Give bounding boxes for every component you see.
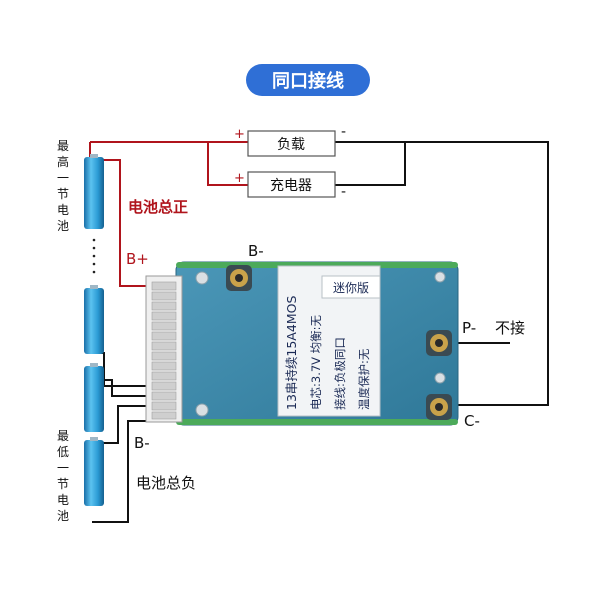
negative-wires [92, 141, 549, 523]
not-connected-label: 不接 [495, 319, 525, 337]
charger-box: 充电器 [247, 171, 336, 198]
connector-pins [151, 281, 177, 420]
b-minus-bottom-label: B- [134, 434, 150, 452]
cell-dots [92, 238, 96, 274]
mini-version-tag: 迷你版 [321, 275, 381, 299]
sticker-line2: 电芯:3.7V 均衡:无 [309, 314, 323, 410]
highest-cell-label: 最高一节电池 [57, 139, 69, 233]
sticker-line4: 温度保护:无 [357, 348, 371, 410]
c-minus-pad [426, 394, 452, 420]
title-text: 同口接线 [272, 70, 344, 92]
load-box: 负载 [247, 130, 336, 157]
b-minus-pad [226, 265, 252, 291]
cell-mid-2 [84, 363, 104, 432]
title-pill [246, 64, 370, 96]
battery-negative-wire [92, 420, 148, 523]
cell-bottom [84, 437, 104, 506]
title-badge: 同口接线 [246, 64, 370, 96]
b-plus-label: B+ [126, 250, 149, 268]
cell-top [84, 154, 104, 229]
bms-board: 13串持续15A4MOS 电芯:3.7V 均衡:无 接线:负极同口 温度保护:无… [145, 261, 459, 426]
balance-wire-c [97, 352, 148, 387]
p-minus-label: P- [462, 319, 476, 337]
charger-minus-sign: - [341, 184, 346, 200]
mini-version-text: 迷你版 [333, 281, 369, 295]
battery-positive-wire [98, 159, 152, 287]
b-minus-top-label: B- [248, 242, 264, 260]
mounting-holes [195, 271, 446, 417]
lowest-cell-label: 最低一节电池 [57, 429, 69, 523]
battery-stack [84, 154, 104, 506]
c-minus-label: C- [464, 412, 480, 430]
balance-wire-b [97, 405, 148, 444]
battery-total-negative-label: 电池总负 [136, 474, 196, 492]
load-label: 负载 [277, 137, 305, 153]
c-minus-wire [335, 141, 549, 406]
charger-label: 充电器 [270, 178, 312, 194]
charger-negative-wire [335, 142, 406, 186]
cell-mid-1 [84, 285, 104, 354]
load-minus-sign: - [341, 124, 346, 140]
load-plus-sign: + [234, 127, 245, 142]
highest-cell-text: 最高一节电池 [57, 139, 69, 233]
lowest-cell-text: 最低一节电池 [57, 429, 69, 523]
sticker-line1: 13串持续15A4MOS [284, 296, 299, 410]
p-minus-pad [426, 330, 452, 356]
sticker-line3: 接线:负极同口 [333, 337, 347, 410]
charger-plus-sign: + [234, 171, 245, 186]
battery-total-positive-label: 电池总正 [128, 198, 188, 216]
charger-positive-wire [207, 142, 248, 186]
